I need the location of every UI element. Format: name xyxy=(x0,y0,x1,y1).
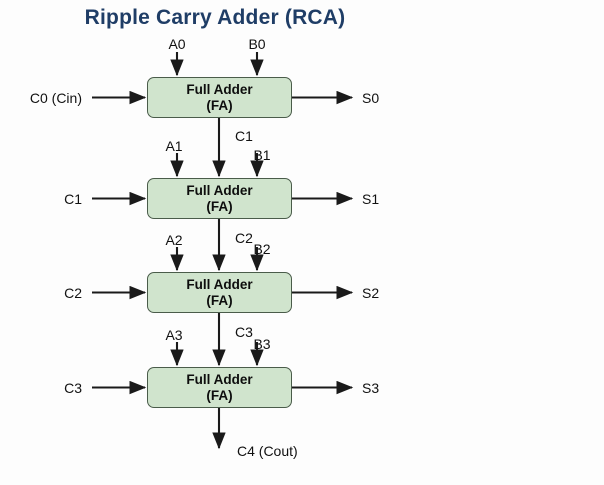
label-a3: A3 xyxy=(165,327,183,343)
label-a1: A1 xyxy=(165,138,183,154)
label-b1: B1 xyxy=(253,147,271,163)
label-s3: S3 xyxy=(362,379,380,396)
label-s1: S1 xyxy=(362,190,380,207)
label-c3-cin: C3 xyxy=(64,379,82,396)
label-b2: B2 xyxy=(253,241,271,257)
label-s0: S0 xyxy=(362,89,380,106)
label-a2: A2 xyxy=(165,232,183,248)
full-adder-block-1[interactable]: Full Adder (FA) xyxy=(147,178,292,219)
label-c3-carry: C3 xyxy=(235,324,253,340)
label-c0-cin: C0 (Cin) xyxy=(29,89,82,106)
block-label-line1: Full Adder xyxy=(186,277,253,293)
block-label-line1: Full Adder xyxy=(186,82,253,98)
block-label-line2: (FA) xyxy=(206,292,233,308)
block-label-line2: (FA) xyxy=(206,97,233,113)
label-b3: B3 xyxy=(253,336,271,352)
full-adder-block-0[interactable]: Full Adder (FA) xyxy=(147,77,292,118)
block-label-line1: Full Adder xyxy=(186,183,253,199)
label-a0: A0 xyxy=(168,36,186,52)
block-label-line1: Full Adder xyxy=(186,372,253,388)
label-c4-cout: C4 (Cout) xyxy=(237,443,298,459)
label-c2-cin: C2 xyxy=(64,284,82,301)
label-c1-cin: C1 xyxy=(64,190,82,207)
page-title: Ripple Carry Adder (RCA) xyxy=(84,6,346,29)
full-adder-block-2[interactable]: Full Adder (FA) xyxy=(147,272,292,313)
label-c1-carry: C1 xyxy=(235,128,253,144)
block-label-line2: (FA) xyxy=(206,198,233,214)
label-c2-carry: C2 xyxy=(235,230,253,246)
full-adder-block-3[interactable]: Full Adder (FA) xyxy=(147,367,292,408)
label-b0: B0 xyxy=(248,36,266,52)
label-s2: S2 xyxy=(362,284,380,301)
block-label-line2: (FA) xyxy=(206,387,233,403)
